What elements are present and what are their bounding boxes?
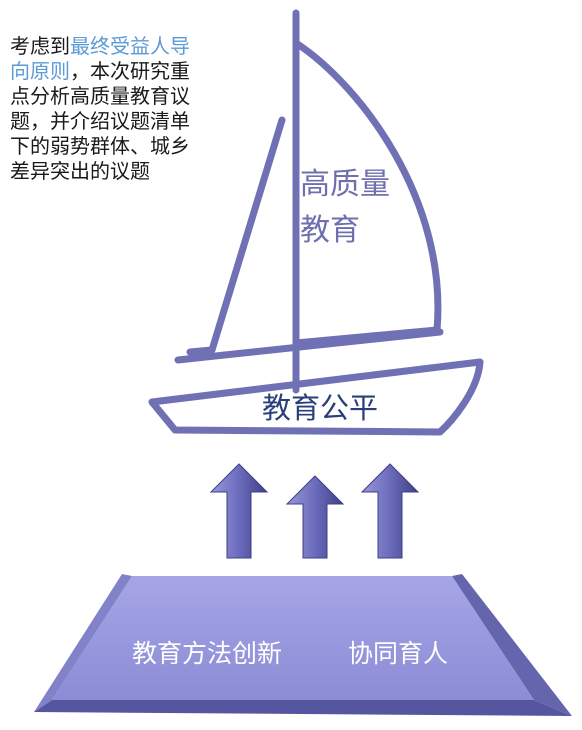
base-front-bevel <box>34 700 572 716</box>
intro-suffix: ，本次研究重点分析高质量教育议题，并介绍议题清单下的弱势群体、城乡差异突出的议题 <box>10 59 190 183</box>
sailboat-icon <box>148 9 484 436</box>
sail-label-line2: 教育 <box>300 213 360 248</box>
sail-foot <box>174 328 444 364</box>
base-right-bevel <box>452 574 572 716</box>
base-left-bevel <box>34 574 132 712</box>
sail-label-line1: 高质量 <box>300 167 390 202</box>
sail-label: 高质量 教育 <box>300 162 390 254</box>
hull-label: 教育公平 <box>262 391 379 425</box>
base-label-method-innovation: 教育方法创新 <box>132 639 283 668</box>
arrows <box>209 463 420 559</box>
intro-prefix: 考虑到 <box>10 34 70 58</box>
base-platform <box>34 574 572 716</box>
main-sail <box>292 39 442 347</box>
up-arrow-icon <box>209 463 269 559</box>
jib-sail <box>186 116 286 356</box>
base-label-collaborative-education: 协同育人 <box>348 639 449 668</box>
up-arrow-icon <box>285 475 345 559</box>
intro-paragraph: 考虑到最终受益人导向原则，本次研究重点分析高质量教育议题，并介绍议题清单下的弱势… <box>10 34 196 184</box>
hull <box>148 358 484 436</box>
up-arrow-icon <box>360 463 420 559</box>
base-top-face <box>52 576 534 700</box>
intro-highlight: 最终受益人导向原则 <box>10 34 190 83</box>
